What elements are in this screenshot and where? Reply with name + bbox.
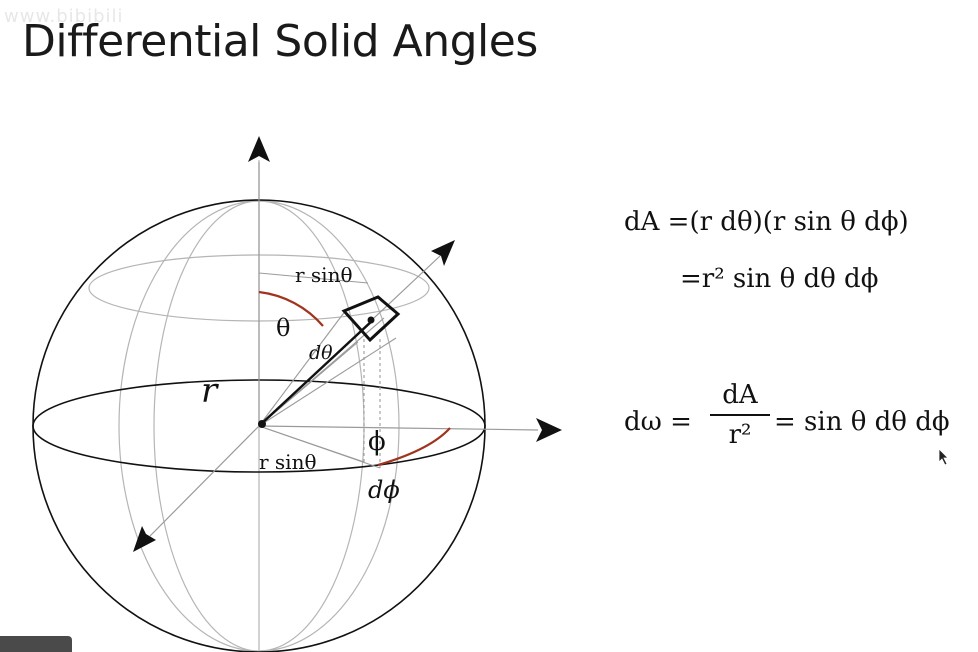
direction-axis-arrowhead — [431, 240, 455, 266]
surface-patch — [341, 295, 401, 343]
diagram-labels: r θ dθ r sinθ r sinθ ϕ dϕ — [201, 263, 400, 504]
equation-area-line-2: =r² sin θ dθ dϕ — [680, 264, 879, 294]
z-axis-arrowhead — [248, 136, 270, 162]
angle-arcs — [258, 290, 451, 467]
label-r: r — [201, 371, 219, 411]
label-r-sin-theta-top: r sinθ — [295, 263, 353, 287]
r-sin-theta-top-line — [258, 272, 369, 284]
y-axis-arrowhead — [133, 526, 156, 552]
patch-center-point — [367, 316, 375, 324]
theta-arc — [258, 290, 324, 327]
fraction-denominator: r² — [728, 420, 752, 450]
fraction-numerator: dA — [722, 380, 758, 410]
y-axis-line — [149, 425, 260, 537]
player-control-tab[interactable] — [0, 636, 72, 652]
mouse-cursor-icon — [938, 448, 949, 466]
label-d-phi: dϕ — [368, 476, 400, 504]
equation-solid-angle-lhs: dω = — [624, 407, 692, 437]
label-d-theta: dθ — [309, 342, 333, 364]
projection-line-2 — [258, 425, 381, 469]
x-axis-arrowhead — [536, 418, 562, 442]
equation-solid-angle-fraction: dA r² — [710, 380, 770, 450]
cone-edge-4 — [258, 337, 397, 427]
watermark-text: www.bibibili — [4, 6, 124, 27]
x-axis-line — [258, 425, 539, 431]
label-theta: θ — [276, 314, 290, 342]
slide-title: Differential Solid Angles — [22, 16, 538, 67]
origin-point — [258, 420, 266, 428]
equation-area-line-1: dA =(r dθ)(r sin θ dϕ) — [624, 207, 909, 237]
radius-line — [258, 320, 373, 427]
label-r-sin-theta-bottom: r sinθ — [259, 450, 317, 474]
cone-edge-1 — [258, 309, 347, 427]
equation-solid-angle-rhs: = sin θ dθ dϕ — [774, 407, 950, 437]
label-phi: ϕ — [368, 427, 386, 457]
phi-arc — [377, 427, 451, 467]
fraction-bar — [710, 414, 770, 416]
